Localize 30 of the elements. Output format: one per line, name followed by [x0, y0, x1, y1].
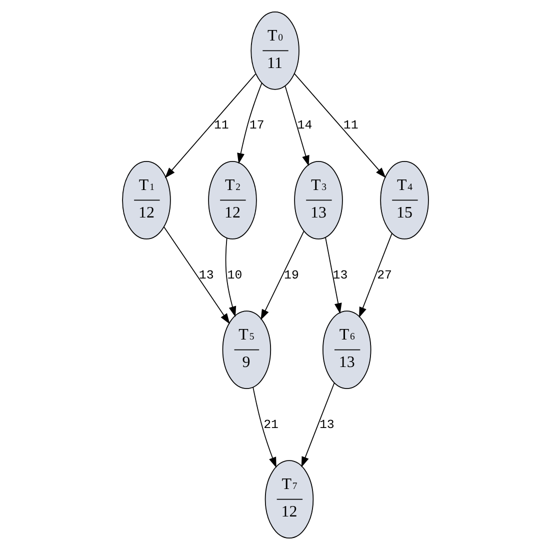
- arrow: [260, 230, 304, 320]
- node-ellipse: T3 13: [294, 161, 342, 240]
- arrow: [224, 238, 236, 318]
- node-ellipse: T2 12: [208, 161, 256, 240]
- arrow: [284, 86, 309, 166]
- node-ellipse: T7 12: [264, 460, 314, 539]
- node-ellipse: T1 12: [122, 161, 170, 240]
- edge-label: 27: [376, 268, 392, 282]
- edge-label: 11: [213, 118, 228, 133]
- arrow: [294, 73, 386, 178]
- arrow: [164, 74, 256, 178]
- node-ellipse: T5 9: [222, 310, 271, 389]
- arrow: [300, 382, 334, 468]
- edge-label: 21: [263, 418, 278, 432]
- node-ellipse: T0 11: [250, 11, 299, 90]
- arrow: [163, 226, 230, 324]
- edge-label: 13: [332, 268, 348, 282]
- edge-label: 10: [226, 268, 242, 282]
- arrow: [324, 237, 342, 314]
- arrow: [358, 233, 392, 318]
- edge-label: 11: [342, 118, 358, 133]
- edge-label: 13: [198, 268, 214, 282]
- edge-label: 13: [318, 418, 334, 432]
- edge-label: 14: [296, 118, 312, 133]
- edge-label: 17: [248, 118, 264, 133]
- node-ellipse: T4 15: [380, 161, 428, 240]
- arrow: [236, 82, 262, 164]
- arrow: [252, 387, 276, 468]
- edge-label: 19: [284, 268, 298, 282]
- node-ellipse: T6 13: [322, 310, 371, 389]
